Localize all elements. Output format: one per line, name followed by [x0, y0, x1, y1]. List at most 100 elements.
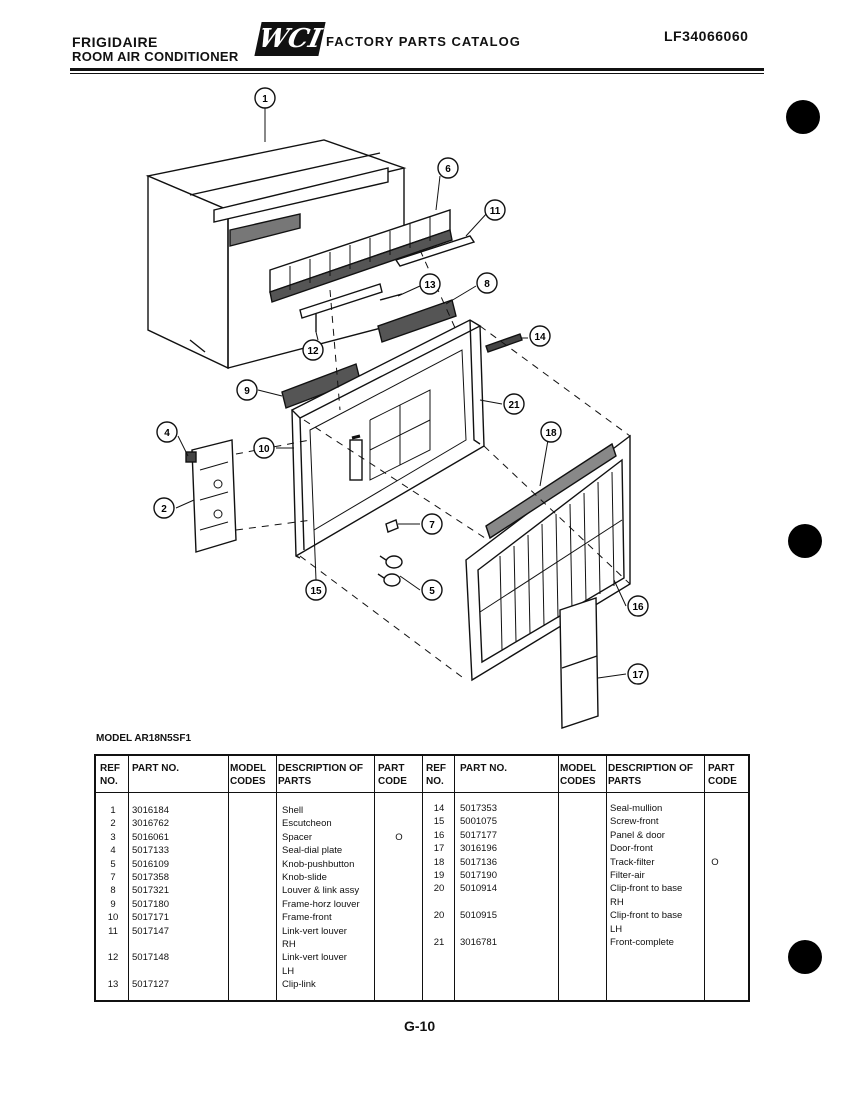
callout-2: 2	[153, 497, 175, 519]
table-cell-desc: Knob-pushbutton	[282, 858, 355, 870]
model-number-label: MODEL AR18N5SF1	[96, 733, 192, 744]
table-cell-ref: 2	[110, 818, 116, 830]
door-front	[559, 597, 599, 729]
horizontal-louver-assembly	[269, 209, 453, 303]
table-cell-desc: Seal-dial plate	[282, 845, 343, 857]
callout-10: 10	[253, 437, 275, 459]
table-cell-part: 5016109	[132, 858, 169, 870]
table-cell-desc: Spacer	[282, 831, 313, 843]
table-cell-ref: 8	[110, 885, 116, 897]
callout-9: 9	[236, 379, 258, 401]
callout-1: 1	[254, 87, 276, 109]
svg-text:4: 4	[164, 428, 170, 439]
table-cell-ref: 14	[433, 803, 445, 814]
header-part-no-2: PART NO.	[460, 763, 508, 774]
header-rule-thin	[70, 73, 764, 74]
callout-16: 16	[627, 595, 649, 617]
svg-text:8: 8	[484, 279, 490, 290]
table-cell-part: 5017133	[132, 845, 169, 857]
table-cell-part: 5001075	[460, 816, 497, 828]
table-cell-part: 3016762	[132, 818, 169, 830]
front-frame	[290, 319, 485, 559]
callout-7: 7	[421, 513, 443, 535]
table-cell-desc: Clip-front to base	[610, 910, 683, 922]
col-divider	[422, 756, 423, 1000]
callout-15: 15	[305, 579, 327, 601]
col-divider	[606, 756, 607, 1000]
svg-text:5: 5	[429, 586, 435, 597]
escutcheon	[191, 439, 237, 553]
table-cell-desc: Link-vert louver	[282, 925, 347, 937]
svg-text:17: 17	[632, 670, 644, 681]
svg-text:11: 11	[490, 206, 501, 217]
callout-8-upper: 8	[476, 272, 498, 294]
svg-text:6: 6	[445, 164, 451, 175]
header-part-no: PART NO.	[132, 763, 180, 774]
col-divider	[558, 756, 559, 1000]
exploded-parts-diagram: 1 6 11 13 8 12 14 9 21 4 10 18 2 7 15 5 …	[145, 87, 649, 729]
callout-18: 18	[540, 421, 562, 443]
table-cell-ref: 15	[433, 816, 445, 828]
table-cell-part: 5017358	[132, 872, 169, 883]
clip-link	[379, 293, 403, 301]
table-cell-part: 5010914	[460, 883, 497, 895]
col-divider	[276, 756, 277, 1000]
parts-table: REF NO. PART NO. MODEL CODES DESCRIPTION…	[94, 754, 750, 1002]
table-cell-ref: 9	[110, 898, 116, 910]
header-model-codes-2: MODEL CODES	[560, 763, 596, 787]
table-cell-part: 3016196	[460, 843, 497, 855]
table-cell-desc: Track-filter	[610, 856, 655, 868]
callout-11: 11	[484, 199, 506, 221]
svg-text:9: 9	[244, 386, 250, 397]
table-cell-desc: Seal-mullion	[610, 803, 663, 814]
table-cell-part: 5017127	[132, 979, 169, 991]
table-cell-desc: Louver & link assy	[282, 885, 360, 897]
svg-text:16: 16	[632, 602, 644, 613]
table-cell-desc: Shell	[282, 805, 304, 816]
catalog-title: FACTORY PARTS CATALOG	[326, 34, 521, 49]
binder-hole-top	[786, 100, 820, 134]
svg-text:21: 21	[508, 400, 520, 411]
panel-and-door	[465, 434, 631, 682]
svg-text:7: 7	[429, 520, 435, 531]
table-cell-desc: RH	[610, 896, 624, 908]
col-divider	[128, 756, 129, 1000]
callout-5: 5	[421, 579, 443, 601]
col-divider	[704, 756, 705, 1000]
table-cell-desc: Frame-horz louver	[282, 898, 360, 910]
table-cell-ref: 1	[110, 805, 116, 816]
binder-hole-middle	[788, 524, 822, 558]
table-cell-desc: Clip-link	[282, 979, 316, 991]
page-number: G-10	[404, 1018, 436, 1034]
header-description: DESCRIPTION OF PARTS	[278, 763, 364, 787]
table-cell-part: 5017148	[132, 952, 169, 964]
table-cell-part: 5017177	[460, 829, 497, 841]
header-part-code-2: PART CODE	[708, 763, 737, 787]
table-cell-desc: LH	[610, 923, 623, 935]
table-cell-desc: Panel & door	[610, 829, 665, 841]
table-cell-ref: 21	[433, 937, 445, 948]
callout-labels: 1 6 11 13 8 12 14 9 21 4 10 18 2 7 15 5 …	[153, 87, 649, 685]
callout-12: 12	[302, 339, 324, 361]
table-cell-ref: 5	[110, 858, 116, 870]
col-divider	[228, 756, 229, 1000]
table-cell-ref: 7	[110, 872, 116, 883]
svg-text:18: 18	[545, 428, 557, 439]
table-cell-part: 3016781	[460, 937, 497, 948]
callout-4: 4	[156, 421, 178, 443]
table-cell-desc: Front-complete	[610, 937, 674, 948]
table-cell-part: 5017147	[132, 925, 169, 937]
col-divider	[374, 756, 375, 1000]
table-cell-desc: Knob-slide	[282, 872, 327, 883]
knob-slide	[385, 519, 399, 533]
table-cell-code: O	[395, 831, 403, 843]
table-cell-desc: Screw-front	[610, 816, 659, 828]
table-cell-ref: 19	[433, 870, 445, 881]
table-cell-ref: 16	[433, 829, 445, 841]
table-cell-desc: Door-front	[610, 843, 653, 855]
shell-part	[145, 139, 451, 370]
table-cell-ref: 18	[433, 856, 445, 868]
header-part-code: PART CODE	[378, 763, 407, 787]
product-line: ROOM AIR CONDITIONER	[72, 49, 239, 64]
table-cell-ref: 20	[433, 910, 445, 922]
